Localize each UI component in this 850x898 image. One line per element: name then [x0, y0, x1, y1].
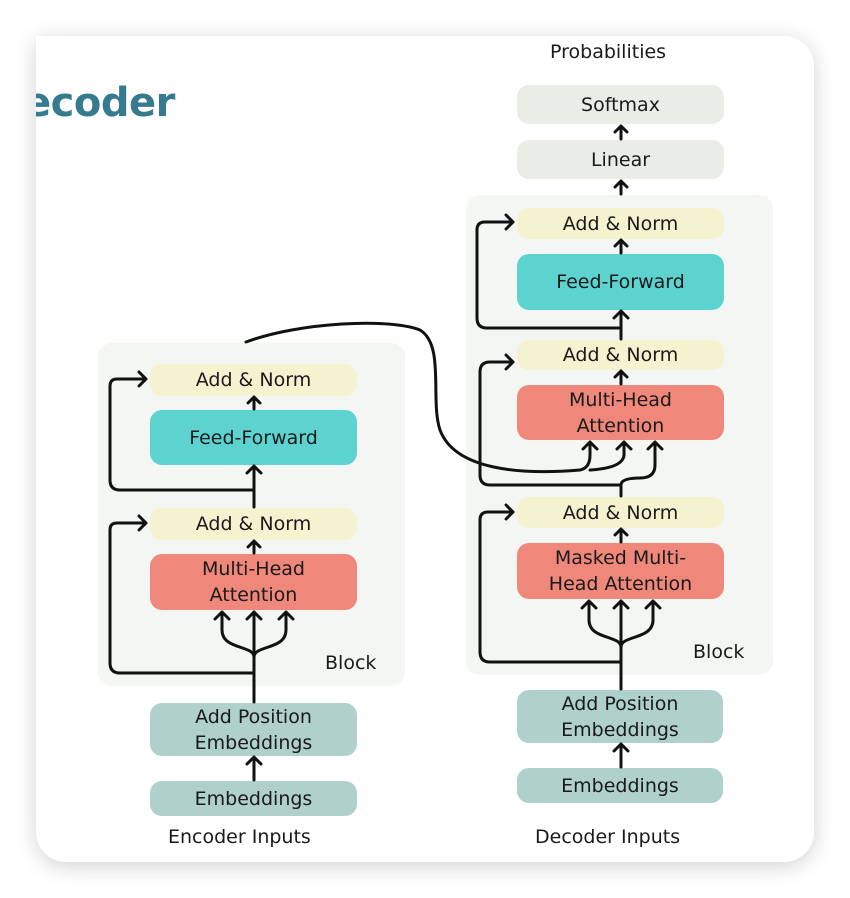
decoder-feed-forward: Feed-Forward: [517, 254, 724, 310]
decoder-embeddings: Embeddings: [517, 768, 723, 803]
decoder-add-norm-top: Add & Norm: [517, 208, 724, 239]
encoder-add-norm-top: Add & Norm: [150, 364, 357, 396]
decoder-cross-attention: Multi-Head Attention: [517, 385, 724, 440]
decoder-block-label: Block: [693, 641, 745, 663]
encoder-inputs-label: Encoder Inputs: [168, 826, 311, 848]
decoder-masked-attention: Masked Multi- Head Attention: [517, 543, 724, 599]
encoder-add-norm-bottom: Add & Norm: [150, 508, 357, 540]
probabilities-label: Probabilities: [550, 41, 667, 63]
diagram-title: ecoder: [36, 80, 175, 126]
encoder-feed-forward: Feed-Forward: [150, 410, 357, 465]
encoder-block-label: Block: [325, 652, 377, 674]
encoder-position-embeddings: Add Position Embeddings: [150, 703, 357, 756]
decoder-add-norm-middle: Add & Norm: [517, 340, 724, 370]
encoder-multi-head-attention: Multi-Head Attention: [150, 554, 357, 610]
encoder-embeddings: Embeddings: [150, 781, 357, 816]
linear-layer: Linear: [517, 140, 724, 179]
decoder-position-embeddings: Add Position Embeddings: [517, 690, 723, 743]
decoder-inputs-label: Decoder Inputs: [535, 826, 681, 848]
decoder-add-norm-bottom: Add & Norm: [517, 497, 724, 528]
softmax-layer: Softmax: [517, 85, 724, 124]
